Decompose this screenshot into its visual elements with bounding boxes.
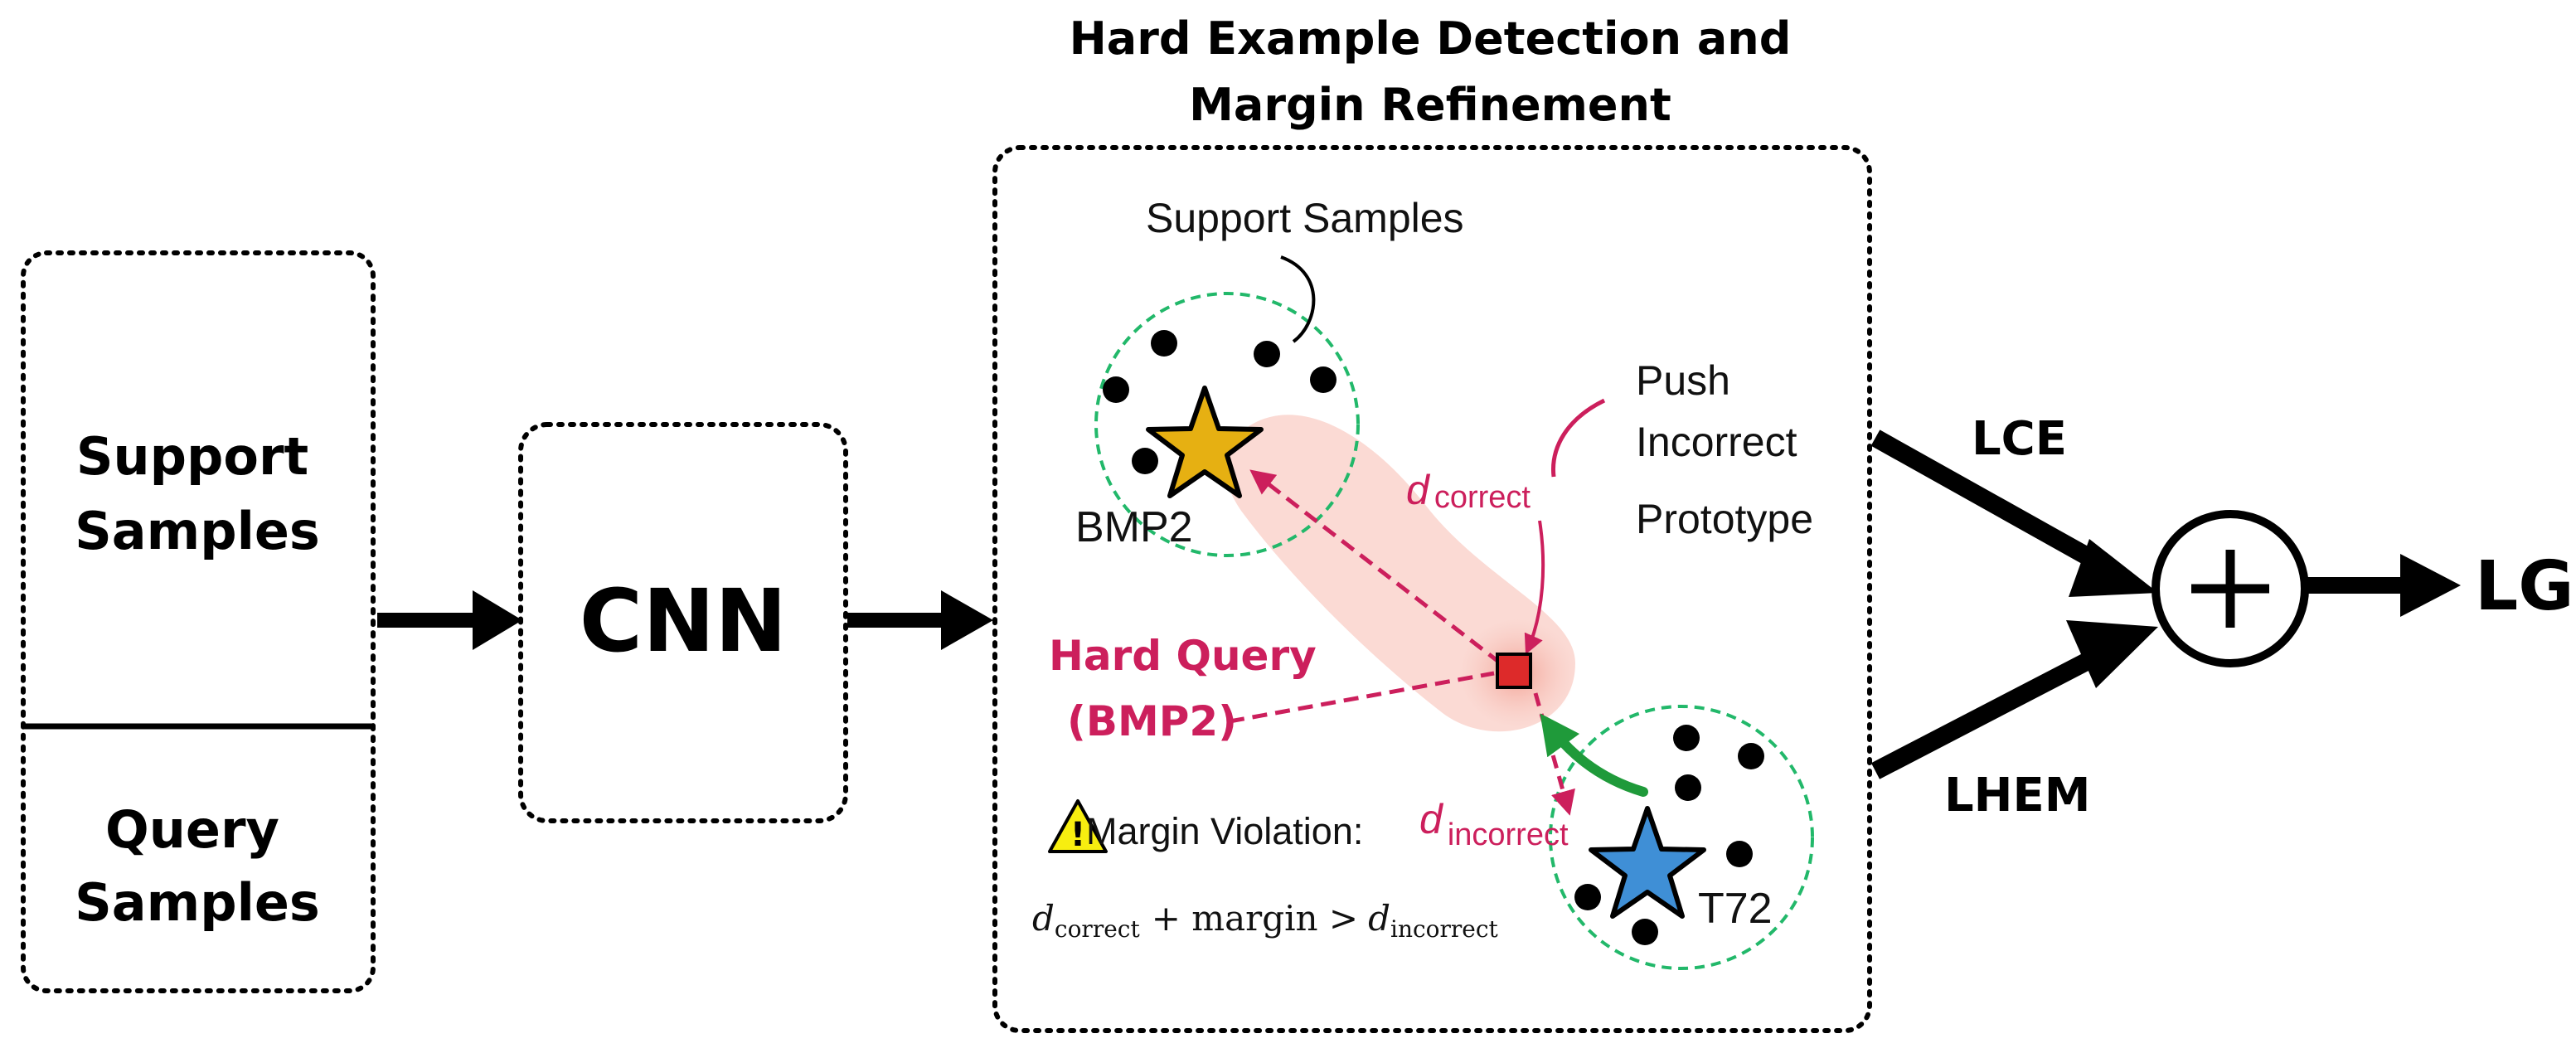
support-point (1574, 884, 1601, 910)
t72-support-points (1574, 725, 1764, 945)
push-label-line3: Prototype (1636, 496, 1813, 542)
formula-d2: d (1368, 898, 1390, 939)
query-samples-label-line1: Query (105, 799, 279, 860)
support-point (1632, 919, 1658, 945)
arrow-sum-to-lg (2307, 554, 2461, 617)
support-point (1103, 376, 1129, 403)
support-point (1738, 743, 1764, 769)
support-point (1675, 774, 1701, 801)
formula-middle: + margin > (1152, 898, 1358, 939)
d-correct-base: d (1406, 467, 1431, 513)
support-point (1310, 366, 1337, 393)
star-icon (1589, 806, 1706, 919)
hard-query-label-line1: Hard Query (1049, 632, 1317, 680)
push-label-line1: Push (1636, 357, 1730, 404)
support-point (1151, 330, 1177, 357)
lhem-label: LHEM (1944, 769, 2091, 823)
star-icon (1146, 386, 1264, 498)
panel-title-line2: Margin Refinement (1189, 79, 1671, 131)
support-point (1726, 841, 1753, 867)
margin-violation-label: Margin Violation: (1086, 810, 1363, 852)
formula-sub2: incorrect (1390, 915, 1499, 943)
support-samples-label-line1: Support (76, 426, 308, 487)
d-correct-pointer (1524, 520, 1545, 655)
support-samples-callout: Support Samples (1146, 195, 1464, 241)
arrow-cnn-to-panel (847, 590, 993, 650)
d-incorrect-base: d (1419, 796, 1444, 842)
d-correct-sub: correct (1434, 480, 1531, 515)
formula-d1: d (1032, 898, 1055, 939)
push-pointer (1551, 398, 1606, 478)
hard-query-label-line2: (BMP2) (1067, 697, 1237, 745)
support-point (1132, 448, 1158, 474)
warning-triangle-icon: ! (1048, 799, 1108, 854)
cnn-box (518, 422, 848, 823)
arrow-lhem-to-sum (1870, 620, 2158, 779)
bmp2-label: BMP2 (1075, 503, 1193, 551)
support-point (1254, 341, 1280, 367)
t72-cluster-circle (1549, 705, 1814, 970)
bmp2-support-points (1103, 330, 1337, 474)
input-samples-box (21, 250, 376, 993)
lce-label: LCE (1972, 412, 2067, 466)
hard-example-panel (992, 145, 1872, 1033)
panel-title-line1: Hard Example Detection and (1070, 12, 1792, 65)
d-incorrect-sub: incorrect (1448, 818, 1569, 852)
square-icon (1496, 653, 1532, 689)
push-label-line2: Incorrect (1636, 419, 1797, 465)
warning-symbol: ! (1070, 816, 1085, 854)
support-samples-pointer (1280, 255, 1316, 343)
cnn-label: CNN (580, 570, 787, 672)
push-arrow (1540, 713, 1648, 797)
lg-label: LG (2475, 547, 2574, 626)
support-point (1673, 725, 1700, 751)
t72-label: T72 (1698, 885, 1773, 933)
formula-sub1: correct (1055, 915, 1141, 943)
support-samples-label-line2: Samples (75, 501, 320, 561)
query-samples-label-line2: Samples (75, 872, 320, 933)
margin-formula: dcorrect+ margin >dincorrect (1032, 898, 1499, 943)
distance-arrow-to-bmp2 (1249, 469, 1502, 665)
arrow-input-to-cnn (377, 590, 522, 650)
bmp2-cluster-circle (1094, 292, 1360, 557)
plus-circle-icon (2152, 510, 2309, 667)
arrow-lce-to-sum (1870, 429, 2158, 597)
